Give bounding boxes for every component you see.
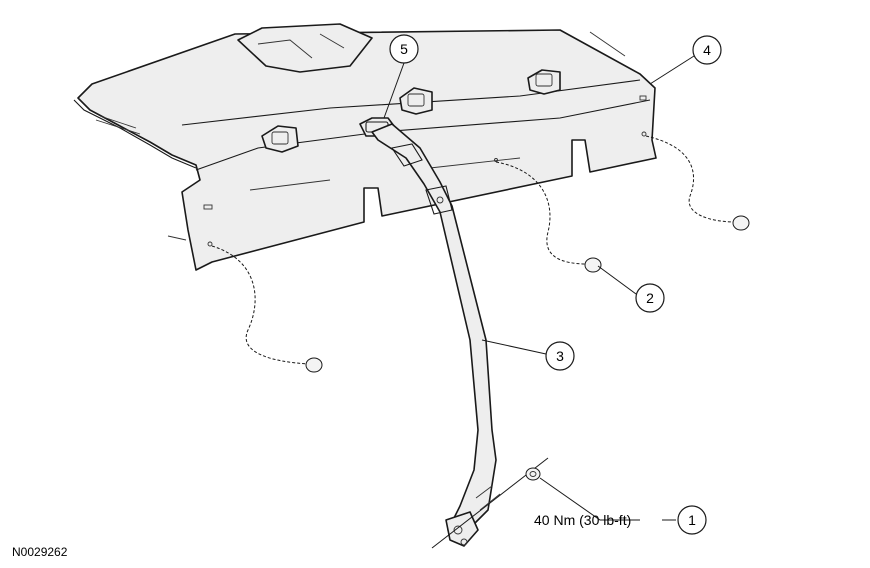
torque-spec: 40 Nm (30 lb-ft): [534, 512, 631, 528]
seat-belt-assembly: [371, 123, 549, 549]
callout-5-label: 5: [400, 41, 408, 57]
package-tray-panel: [73, 23, 657, 271]
callout-3-label: 3: [556, 348, 564, 364]
callout-2: 2: [597, 265, 665, 313]
callout-3: 3: [481, 339, 575, 371]
callout-1-label: 1: [688, 512, 696, 528]
anchor-nut: [525, 467, 541, 481]
retainer-pins: [167, 135, 750, 373]
callout-4-label: 4: [703, 42, 711, 58]
callout-5: 5: [383, 34, 419, 119]
callout-4: 4: [649, 35, 722, 85]
callout-1: 1: [539, 477, 707, 535]
callout-2-label: 2: [646, 290, 654, 306]
figure-reference: N0029262: [12, 545, 68, 559]
